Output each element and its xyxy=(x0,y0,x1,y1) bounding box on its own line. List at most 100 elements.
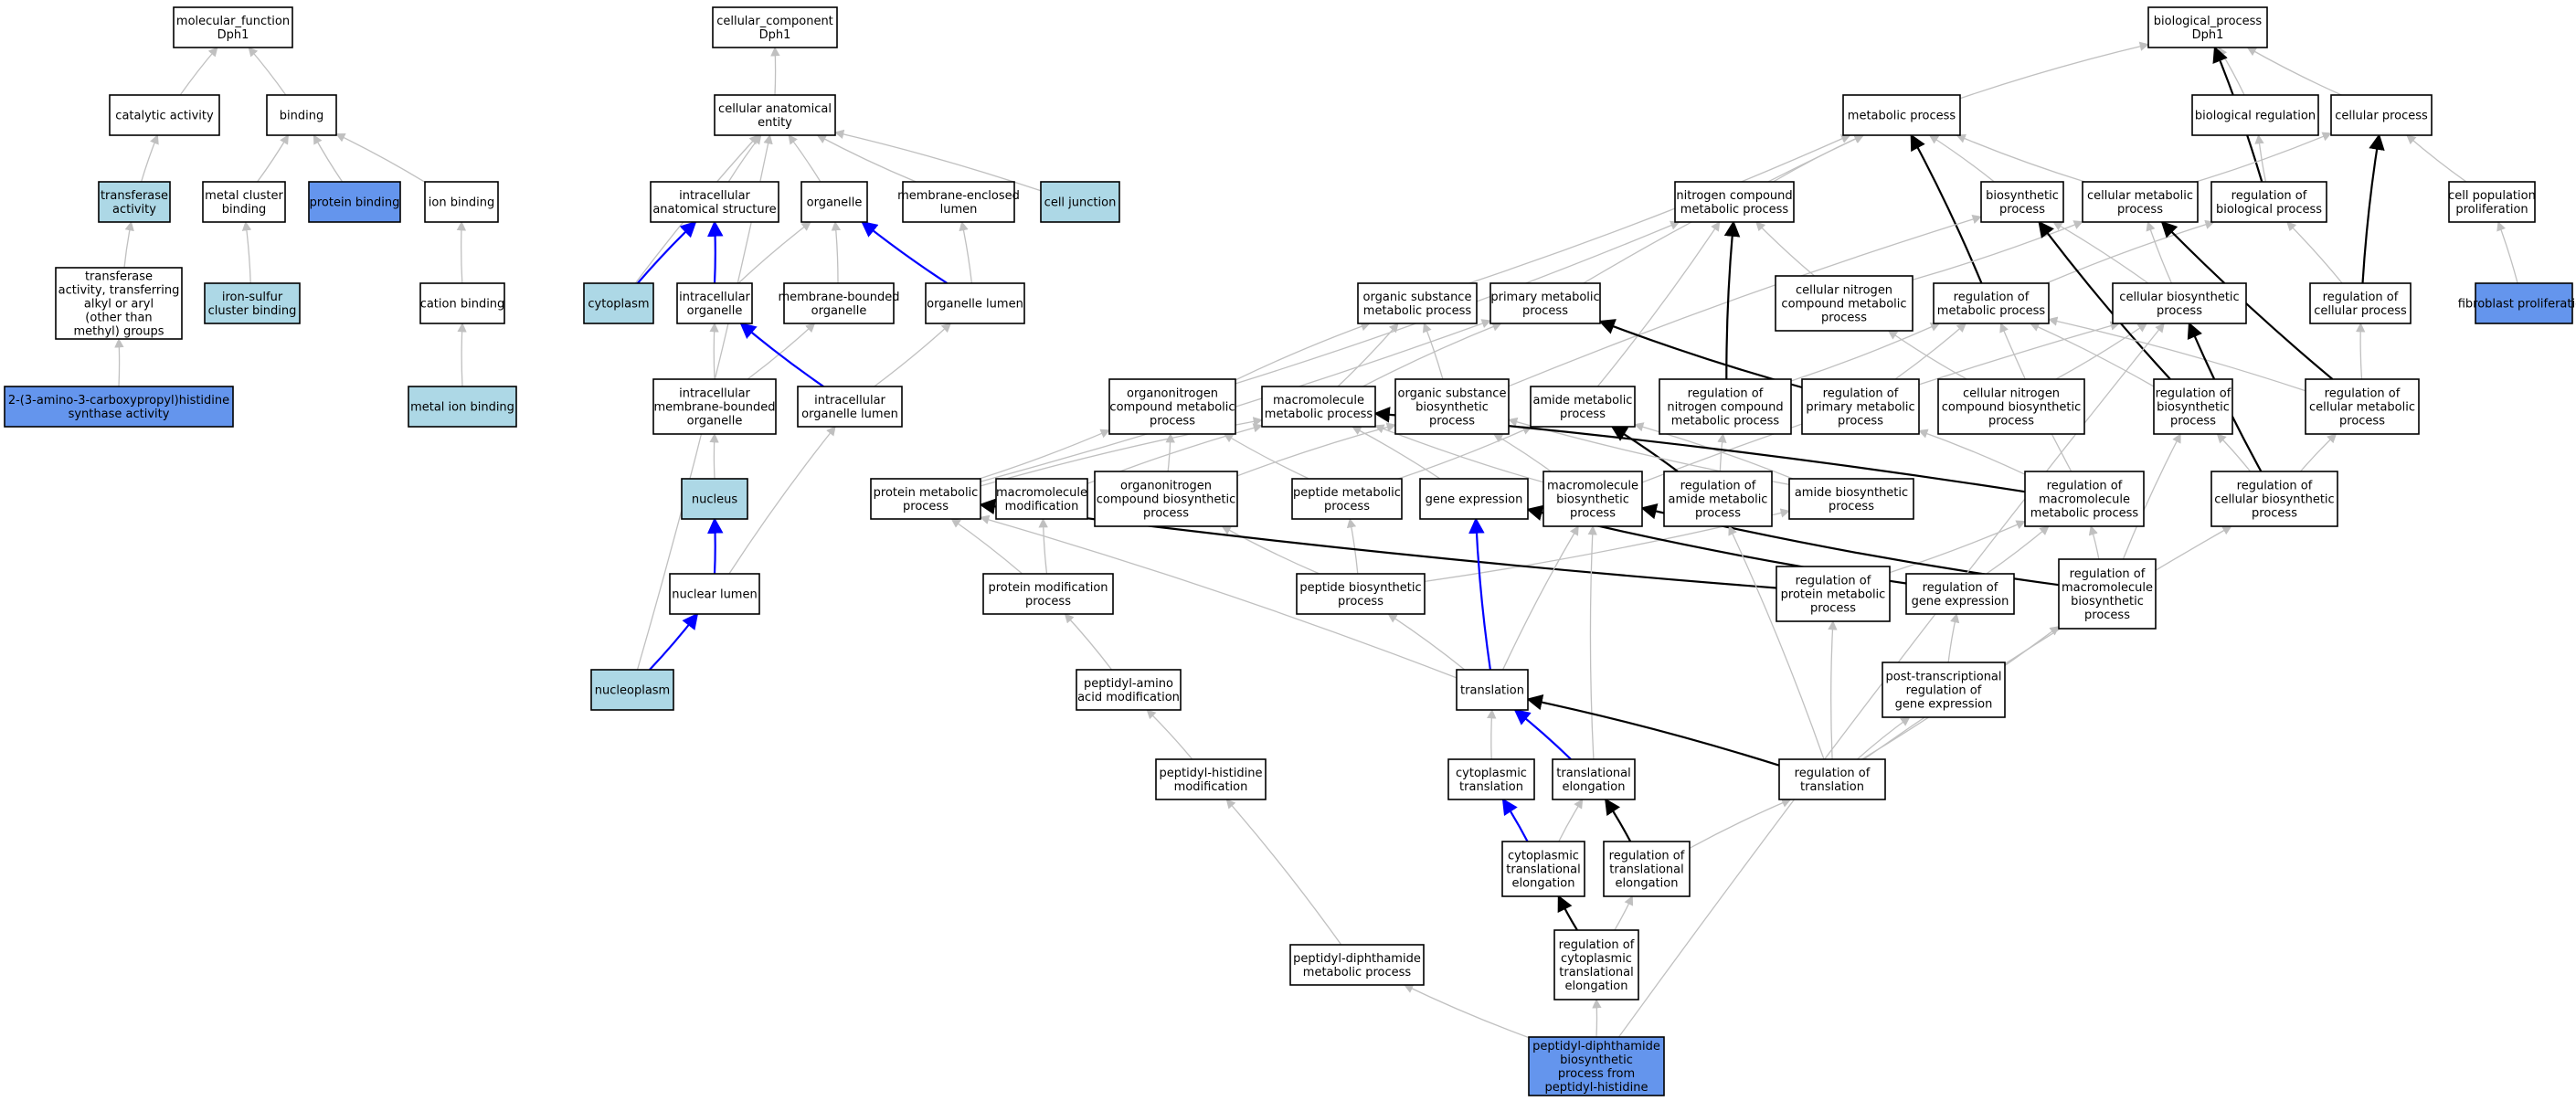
term-node-ge[interactable]: gene expression xyxy=(1419,478,1529,520)
term-box xyxy=(1980,181,2064,223)
term-node-dph2[interactable]: 2-(3-amino-3-carboxypropyl)histidinesynt… xyxy=(4,386,234,428)
term-node-ionb[interactable]: ion binding xyxy=(424,181,499,223)
term-label-line: translation xyxy=(1460,684,1524,698)
term-node-nl[interactable]: nuclear lumen xyxy=(669,573,760,615)
edge-tel-to-transl xyxy=(1513,708,1572,760)
term-node-br[interactable]: biological regulation xyxy=(2191,94,2319,136)
term-node-ol[interactable]: organelle lumen xyxy=(925,282,1025,324)
edge-oncbp-to-osbp xyxy=(1236,422,1397,477)
term-label-line: regulation of xyxy=(2231,189,2307,203)
term-label-line: elongation xyxy=(1565,979,1628,993)
term-node-pdbp[interactable]: peptidyl-diphthamidebiosyntheticprocess … xyxy=(1528,1036,1665,1096)
term-label-line: biosynthetic xyxy=(1560,1053,1633,1067)
term-label-line: regulation of xyxy=(2237,480,2313,493)
term-box xyxy=(1261,386,1376,428)
term-node-cyto[interactable]: cytoplasm xyxy=(583,282,654,324)
term-node-rmacbp[interactable]: regulation ofmacromoleculebiosyntheticpr… xyxy=(2058,558,2157,630)
term-box xyxy=(1528,1036,1665,1096)
term-node-bind[interactable]: binding xyxy=(266,94,337,136)
term-node-cat[interactable]: catalytic activity xyxy=(109,94,220,136)
term-label-line: biological regulation xyxy=(2195,110,2316,123)
edge-np-to-nl xyxy=(649,612,699,671)
term-node-fp[interactable]: fibroblast proliferation xyxy=(2458,282,2576,324)
edge-cpp-to-cp xyxy=(2406,134,2467,183)
term-node-nuc[interactable]: nucleus xyxy=(681,478,748,520)
term-box xyxy=(995,478,1088,520)
term-node-np[interactable]: nucleoplasm xyxy=(590,669,674,711)
term-node-cj[interactable]: cell junction xyxy=(1040,181,1120,223)
term-node-org[interactable]: organelle xyxy=(800,181,868,223)
term-label-line: organelle lumen xyxy=(801,408,898,421)
term-node-cp[interactable]: cellular process xyxy=(2330,94,2433,136)
edge-oncbp-to-oncmp xyxy=(1165,432,1175,472)
term-label-line: process xyxy=(1838,415,1883,429)
term-node-mp[interactable]: metabolic process xyxy=(1842,94,1961,136)
term-node-transl[interactable]: translation xyxy=(1456,669,1529,711)
term-node-catb[interactable]: cation binding xyxy=(419,282,505,324)
term-node-rctel[interactable]: regulation ofcytoplasmictranslationalelo… xyxy=(1553,929,1639,1000)
term-label-line: cation binding xyxy=(420,298,505,312)
term-label-line: peptide metabolic xyxy=(1293,486,1401,500)
term-node-mib[interactable]: metal ion binding xyxy=(408,386,517,428)
edge-cbp-to-biosyn xyxy=(2052,221,2149,284)
term-node-pb[interactable]: protein binding xyxy=(308,181,401,223)
term-box xyxy=(202,181,286,223)
